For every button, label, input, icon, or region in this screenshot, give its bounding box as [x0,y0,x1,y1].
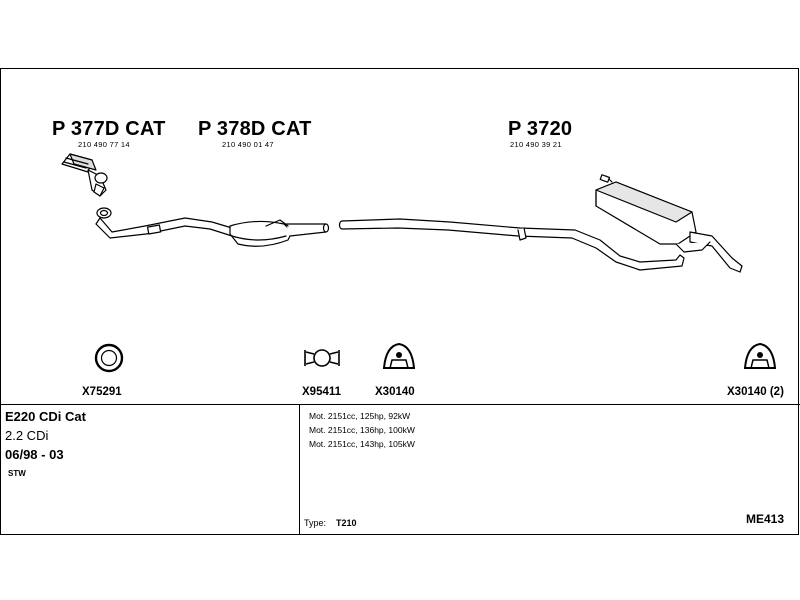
accessory-label-x95411: X95411 [302,386,342,398]
accessory-label-x30140-2: X30140 (2) [727,386,784,398]
type-value: T210 [336,518,357,528]
front-catalyst-part[interactable] [61,153,108,197]
x30140-rubber-hanger-icon[interactable] [382,342,416,369]
engine-spec-2: Mot. 2151cc, 136hp, 100kW [309,425,415,435]
vehicle-years: 06/98 - 03 [5,447,64,462]
part-title-rear-silencer[interactable]: P 3720 [508,118,573,140]
accessory-label-x75291: X75291 [82,386,122,398]
x95411-clamp-icon[interactable] [304,349,340,367]
flange-connector [96,207,112,219]
vehicle-model: E220 CDi Cat [5,409,86,424]
part-code-rear-silencer: 210 490 39 21 [510,140,562,149]
part-title-front-cat[interactable]: P 377D CAT [52,118,166,140]
info-column-divider [299,405,300,535]
x30140-2-rubber-hanger-icon[interactable] [743,342,777,369]
engine-spec-1: Mot. 2151cc, 125hp, 92kW [309,411,411,421]
part-title-second-cat[interactable]: P 378D CAT [198,118,312,140]
second-catalyst-part[interactable] [95,217,330,247]
vehicle-body: STW [8,469,26,478]
x75291-ring-gasket-icon[interactable] [94,343,124,373]
engine-spec-3: Mot. 2151cc, 143hp, 105kW [309,439,415,449]
part-code-second-cat: 210 490 01 47 [222,140,274,149]
diagram-frame [0,68,799,535]
section-divider [0,404,800,405]
vehicle-engine: 2.2 CDi [5,428,49,443]
part-code-front-cat: 210 490 77 14 [78,140,130,149]
accessory-label-x30140: X30140 [375,386,415,398]
type-label: Type: [304,518,327,528]
diagram-code: ME413 [746,512,785,526]
rear-silencer-part[interactable] [338,174,743,273]
